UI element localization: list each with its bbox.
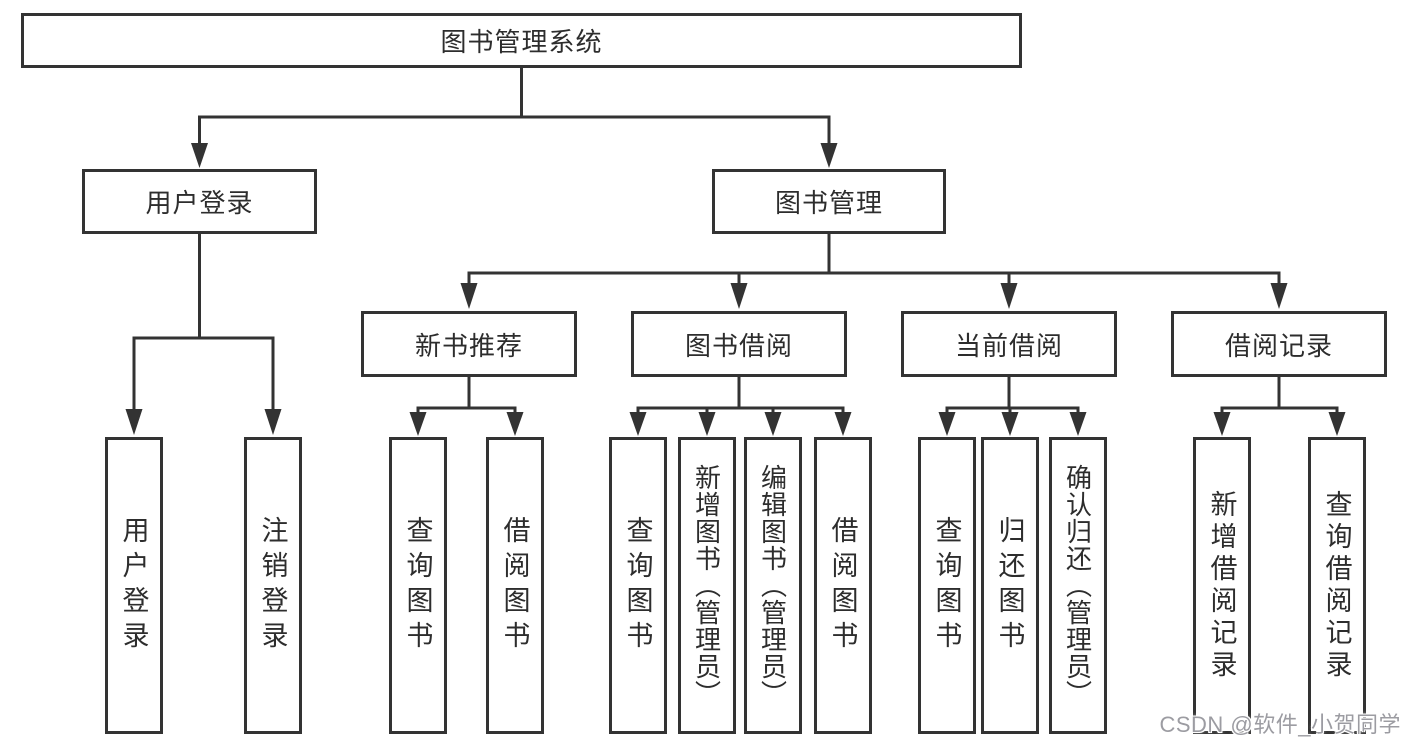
arrowheads <box>125 143 1346 436</box>
node-label: 用户登录 <box>145 188 254 218</box>
csdn-watermark: CSDN @软件_小贺同学 <box>1159 712 1401 737</box>
leaf-bb-add-books-admin: 新增图书（管理员） <box>678 437 736 734</box>
node-label: 借阅图书 <box>827 515 858 656</box>
node-label: 用户登录 <box>118 515 149 656</box>
connector-bookmgmt-to-level3 <box>467 234 1281 285</box>
connector-currentborrow-to-leaves <box>945 377 1080 414</box>
node-label: 新增图书（管理员） <box>691 464 722 707</box>
leaf-bb-borrow-books: 借阅图书 <box>814 437 872 734</box>
node-label: 查询图书 <box>622 515 653 656</box>
leaf-bb-query-books: 查询图书 <box>609 437 667 734</box>
node-new-book-recommend: 新书推荐 <box>361 311 577 377</box>
leaf-cb-return-books: 归还图书 <box>981 437 1039 734</box>
node-current-borrowing: 当前借阅 <box>901 311 1117 377</box>
node-label: 借阅图书 <box>499 515 530 656</box>
leaf-rec-borrow-books: 借阅图书 <box>486 437 544 734</box>
connector-borrowrecords-to-leaves <box>1220 377 1339 414</box>
connector-bookborrow-to-leaves <box>636 377 845 414</box>
node-label: 当前借阅 <box>954 330 1063 361</box>
node-label: 图书管理系统 <box>440 27 603 57</box>
leaf-cb-confirm-return-admin: 确认归还（管理员） <box>1049 437 1107 734</box>
node-label: 新书推荐 <box>414 330 523 361</box>
node-label: 确认归还（管理员） <box>1062 464 1093 707</box>
leaf-user-login: 用户登录 <box>105 437 163 734</box>
leaf-br-add-record: 新增借阅记录 <box>1193 437 1251 734</box>
connector-newbookrec-to-leaves <box>416 377 517 414</box>
node-root-system: 图书管理系统 <box>21 13 1022 68</box>
node-borrowing-records: 借阅记录 <box>1171 311 1387 377</box>
node-book-management: 图书管理 <box>712 169 946 234</box>
leaf-br-query-record: 查询借阅记录 <box>1308 437 1366 734</box>
node-label: 注销登录 <box>257 515 288 656</box>
node-user-login: 用户登录 <box>82 169 317 234</box>
node-label: 归还图书 <box>994 515 1025 656</box>
leaf-rec-query-books: 查询图书 <box>389 437 447 734</box>
node-label: 查询图书 <box>402 515 433 656</box>
connector-root-to-level2 <box>198 68 831 145</box>
node-book-borrowing: 图书借阅 <box>631 311 847 377</box>
leaf-bb-edit-books-admin: 编辑图书（管理员） <box>744 437 802 734</box>
node-label: 编辑图书（管理员） <box>757 464 788 707</box>
leaf-logout: 注销登录 <box>244 437 302 734</box>
node-label: 借阅记录 <box>1224 330 1333 361</box>
connector-userlogin-to-leaves <box>132 234 275 410</box>
node-label: 图书管理 <box>774 188 883 218</box>
node-label: 图书借阅 <box>684 330 793 361</box>
node-label: 新增借阅记录 <box>1206 489 1237 682</box>
node-label: 查询图书 <box>931 515 962 656</box>
node-label: 查询借阅记录 <box>1321 489 1352 682</box>
leaf-cb-query-books: 查询图书 <box>918 437 976 734</box>
